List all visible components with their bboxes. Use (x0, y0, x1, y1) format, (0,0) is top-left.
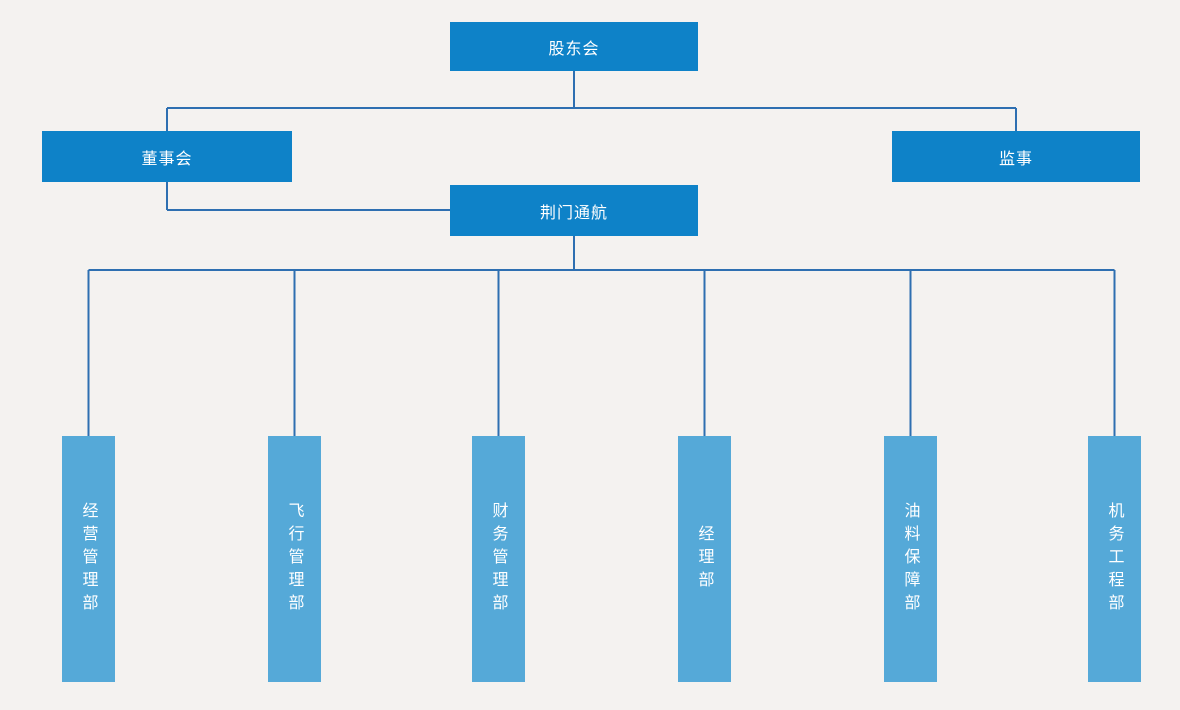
node-board-of-directors-label: 董事会 (141, 148, 193, 168)
node-dept-operations-management: 经营管理部 (62, 436, 115, 682)
node-shareholders-meeting: 股东会 (450, 22, 698, 71)
node-supervisor: 监事 (892, 131, 1140, 182)
node-dept-finance-management: 财务管理部 (472, 436, 525, 682)
node-dept-finance-management-label: 财务管理部 (489, 501, 509, 617)
node-dept-fuel-support-label: 油料保障部 (901, 501, 921, 617)
node-dept-operations-management-label: 经营管理部 (79, 501, 99, 617)
node-supervisor-label: 监事 (998, 148, 1033, 168)
node-dept-maintenance-engineering: 机务工程部 (1088, 436, 1141, 682)
node-dept-manager: 经理部 (678, 436, 731, 682)
node-dept-flight-management-label: 飞行管理部 (285, 501, 305, 617)
node-dept-maintenance-engineering-label: 机务工程部 (1105, 501, 1125, 617)
node-company-label: 荆门通航 (539, 202, 608, 222)
node-board-of-directors: 董事会 (42, 131, 292, 182)
node-dept-fuel-support: 油料保障部 (884, 436, 937, 682)
node-dept-flight-management: 飞行管理部 (268, 436, 321, 682)
node-shareholders-meeting-label: 股东会 (548, 38, 600, 58)
node-company: 荆门通航 (450, 185, 698, 236)
node-dept-manager-label: 经理部 (695, 524, 715, 594)
